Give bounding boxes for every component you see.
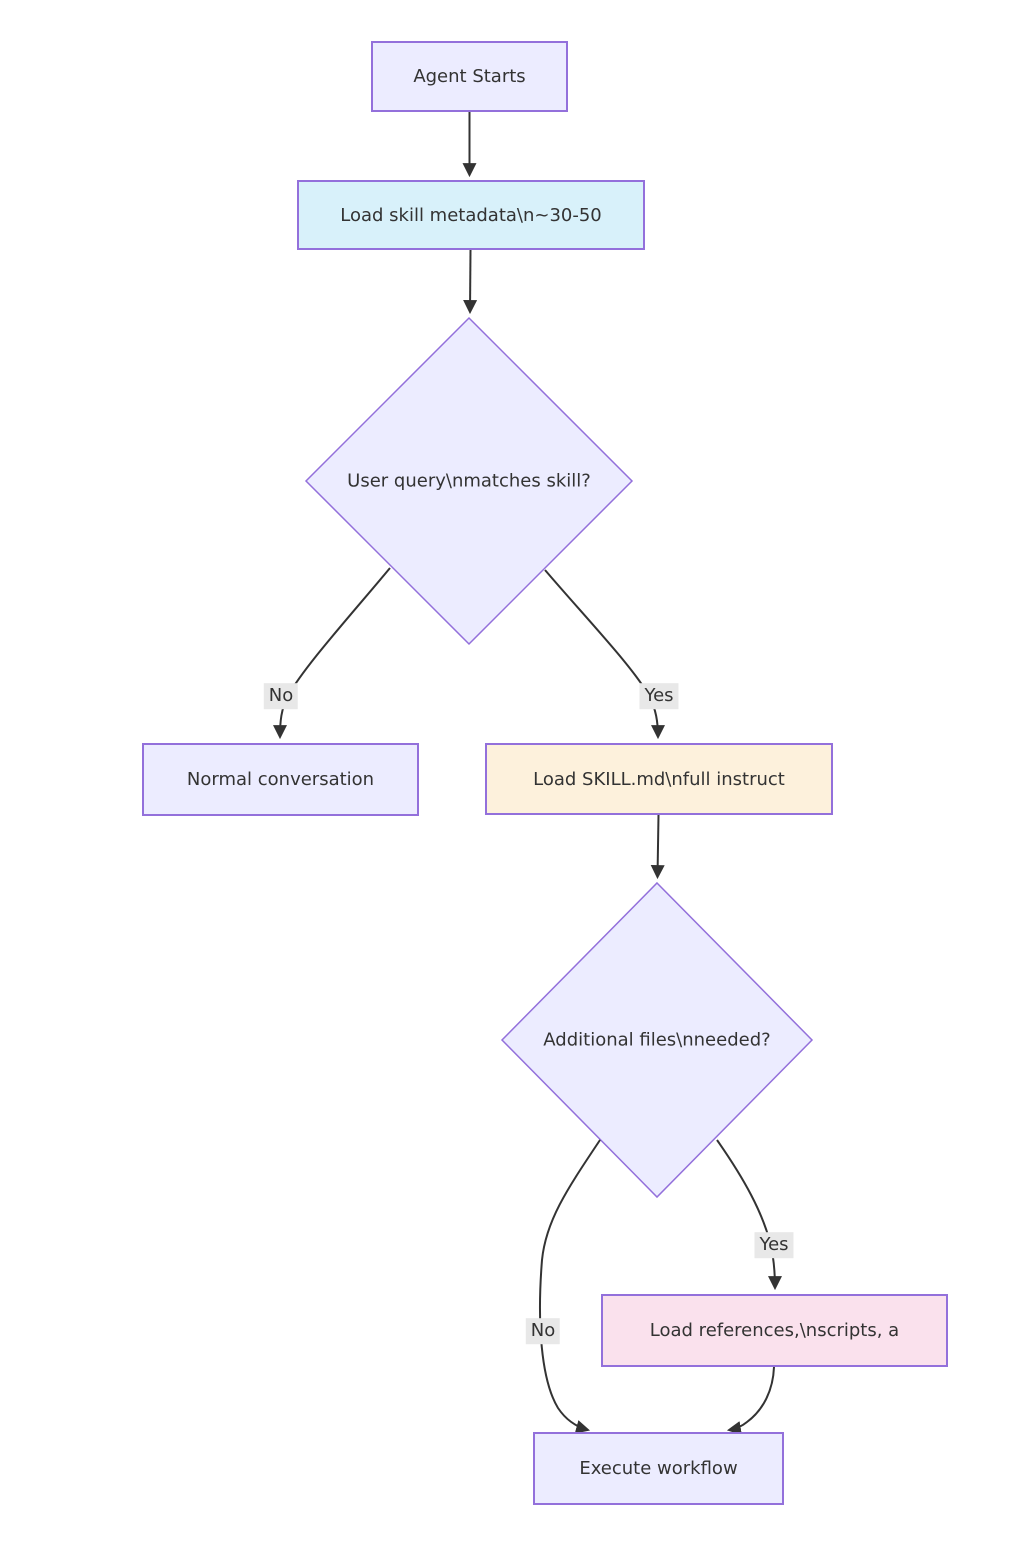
decision-diamond-query xyxy=(304,316,634,646)
node-load-skill-md-label: Load SKILL.md\nfull instruct xyxy=(533,768,785,790)
node-load-skill-metadata: Load skill metadata\n~30-50 xyxy=(297,180,645,250)
node-normal-conversation-label: Normal conversation xyxy=(186,769,375,790)
edge-metadata-to-query xyxy=(463,249,478,315)
node-agent-starts-label: Agent Starts xyxy=(413,66,526,87)
decision-diamond-files xyxy=(500,881,814,1199)
edge-label-query-yes: Yes xyxy=(639,683,679,709)
edge-files-no-to-execute xyxy=(539,1139,601,1434)
node-execute-workflow-label: Execute workflow xyxy=(579,1458,738,1479)
node-load-references-label: Load references,\nscripts, a xyxy=(649,1320,900,1341)
edge-label-files-yes: Yes xyxy=(754,1232,794,1258)
node-load-skill-metadata-label: Load skill metadata\n~30-50 xyxy=(340,204,602,226)
edge-label-query-no: No xyxy=(263,683,299,709)
edge-query-no-to-normal xyxy=(273,567,391,740)
node-execute-workflow: Execute workflow xyxy=(533,1432,784,1505)
edge-references-to-execute xyxy=(726,1366,775,1435)
node-load-references: Load references,\nscripts, a xyxy=(601,1294,948,1367)
edge-skillmd-to-files xyxy=(650,814,665,880)
node-normal-conversation: Normal conversation xyxy=(142,743,419,816)
node-agent-starts: Agent Starts xyxy=(371,41,568,112)
edge-label-files-no: No xyxy=(525,1318,561,1344)
node-load-skill-md: Load SKILL.md\nfull instruct xyxy=(485,743,833,815)
edge-files-yes-to-references xyxy=(716,1139,782,1291)
edge-query-yes-to-skillmd xyxy=(544,569,665,740)
